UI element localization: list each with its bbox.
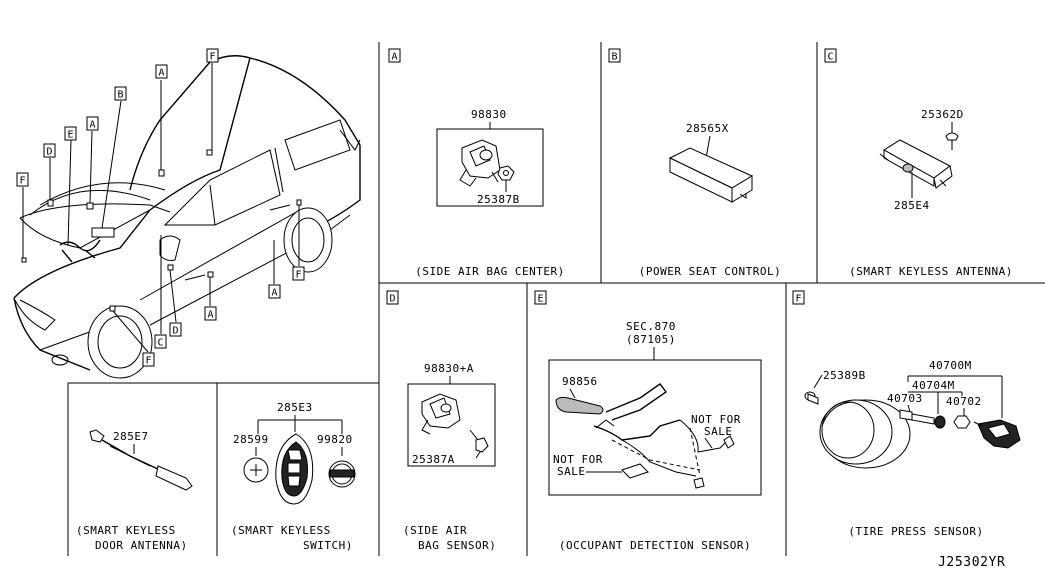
occupant-detection-sensor (555, 383, 727, 477)
part-number: 25387A (412, 453, 455, 466)
panel-letter: D (389, 294, 395, 305)
wheel-rim (819, 399, 911, 469)
part-group-box (436, 128, 544, 207)
callout-d: D (172, 326, 178, 337)
callout-f: F (145, 356, 151, 367)
panel-caption: (SIDE AIR (403, 524, 467, 537)
bolt-icon (497, 165, 515, 181)
seat-control-module (91, 227, 115, 238)
part-group-box (407, 383, 496, 467)
panel-letter: F (795, 294, 801, 305)
side-airbag-center-sensor (459, 139, 501, 187)
part-number: 28599 (233, 433, 269, 446)
bolt-icon (469, 429, 489, 453)
callout-f: F (295, 270, 301, 281)
part-number: (87105) (626, 333, 676, 346)
rear-wheel (283, 207, 333, 273)
smart-keyless-antenna (879, 139, 953, 189)
power-seat-control-module (668, 147, 754, 203)
valve-stem-icon (899, 409, 935, 425)
note-text: SALE (704, 425, 733, 438)
panel-letter: C (827, 52, 833, 63)
note-text: NOT FOR (553, 453, 603, 466)
part-number: 40704M (912, 379, 955, 392)
side-airbag-sensor (421, 393, 461, 435)
part-group-box (548, 359, 762, 496)
clip-icon (945, 132, 959, 150)
part-number: 99820 (317, 433, 353, 446)
panel-door-antenna: 285E7 (SMART KEYLESS DOOR ANTENNA) (76, 429, 193, 552)
panel-caption: SWITCH) (303, 539, 353, 552)
drawing-code: J25302YR (938, 555, 1005, 570)
panel-caption: (SMART KEYLESS (231, 524, 331, 537)
callout-a: A (271, 288, 277, 299)
callout-c: C (157, 338, 163, 349)
part-number: 285E7 (113, 430, 149, 443)
part-number: 98830 (471, 108, 507, 121)
callout-d: D (46, 147, 52, 158)
valve-cap-icon (804, 391, 819, 405)
key-fob (275, 433, 314, 505)
callout-a: A (89, 120, 95, 131)
panel-caption: BAG SENSOR) (418, 539, 496, 552)
panel-borders (67, 42, 1045, 556)
panel-c: C 25362D 285E4 (SMART KEYLESS ANTENNA) (824, 48, 1013, 278)
note-text: SALE (557, 465, 586, 478)
part-number: 25387B (477, 193, 520, 206)
panel-caption: (SIDE AIR BAG CENTER) (415, 265, 565, 278)
connector-icon (621, 435, 735, 489)
part-number: 25389B (823, 369, 866, 382)
part-number: 40703 (887, 392, 923, 405)
callout-a: A (158, 68, 164, 79)
part-number: 98830+A (424, 362, 474, 375)
panel-letter: A (391, 52, 397, 63)
panel-caption: (SMART KEYLESS (76, 524, 176, 537)
tire-pressure-sensor (973, 419, 1021, 449)
callout-e: E (67, 130, 73, 141)
note-text: NOT FOR (691, 413, 741, 426)
panel-letter: E (537, 294, 543, 305)
panel-caption: DOOR ANTENNA) (95, 539, 188, 552)
battery-icon (243, 457, 269, 483)
panel-letter: B (611, 52, 617, 63)
panel-a: A 98830 25387B (SIDE AIR BAG CENTER) (388, 48, 565, 278)
panel-f: F 25389B 40700M 40704M 40703 40702 (792, 290, 1021, 538)
callout-b: B (117, 90, 123, 101)
callout-f: F (19, 176, 25, 187)
panel-d: D 98830+A 25387A (SIDE AIR BAG SENSOR) (386, 290, 496, 552)
part-number: 285E4 (894, 199, 930, 212)
part-number: 28565X (686, 122, 729, 135)
section-reference: SEC.870 (626, 320, 676, 333)
callout-a: A (207, 310, 213, 321)
part-number: 40700M (929, 359, 972, 372)
vehicle-overview: A A A A B C D D E F F F F (13, 48, 361, 379)
panel-b: B 28565X (POWER SEAT CONTROL) (608, 48, 781, 278)
part-number: 98856 (562, 375, 598, 388)
panel-caption: (OCCUPANT DETECTION SENSOR) (559, 539, 751, 552)
callout-f: F (209, 52, 215, 63)
panel-caption: (SMART KEYLESS ANTENNA) (849, 265, 1013, 278)
door-antenna (89, 429, 193, 491)
part-number: 40702 (946, 395, 982, 408)
part-number: 25362D (921, 108, 964, 121)
panel-caption: (POWER SEAT CONTROL) (639, 265, 781, 278)
panel-e: E SEC.870 (87105) 98856 NOT FOR SALE NOT… (534, 290, 762, 552)
grommet-icon (934, 415, 946, 429)
vehicle-callouts: A A A A B C D D E F F F F (16, 48, 305, 367)
panel-caption: (TIRE PRESS SENSOR) (848, 525, 983, 538)
panel-switch: 285E3 28599 99820 (SMART KEYLESS SWITCH) (231, 401, 356, 552)
emblem-icon (328, 460, 356, 488)
nut-icon (953, 415, 971, 429)
part-number: 285E3 (277, 401, 313, 414)
